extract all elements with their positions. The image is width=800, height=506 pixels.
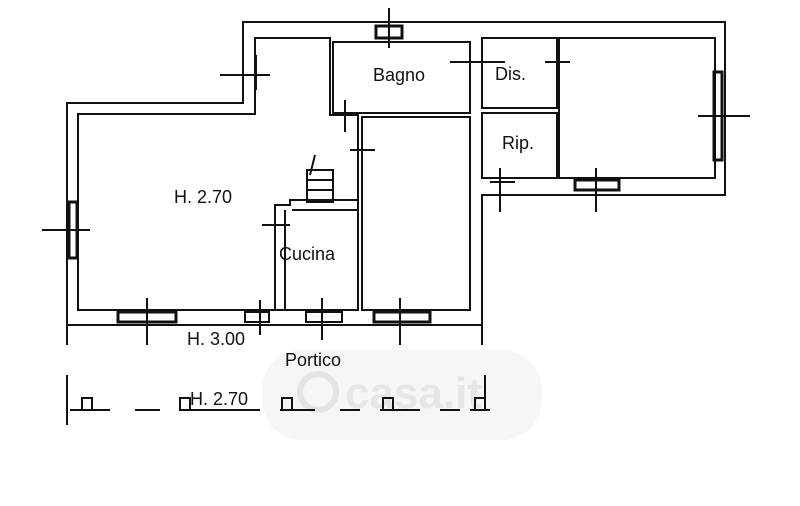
rip-wall	[481, 112, 558, 179]
room-label-cucina: Cucina	[279, 244, 336, 264]
watermark: casa.it	[262, 350, 542, 440]
dis-wall	[481, 37, 558, 109]
room-label-dis: Dis.	[495, 64, 526, 84]
corridor-room-wall	[361, 116, 471, 311]
room-label-bagno: Bagno	[373, 65, 425, 85]
living-room-wall	[77, 37, 359, 311]
room-height-main: H. 2.70	[174, 187, 232, 207]
room-label-rip: Rip.	[502, 133, 534, 153]
cucina-wall	[274, 199, 357, 310]
bagno-wall	[332, 41, 471, 114]
portico-height-top: H. 3.00	[187, 329, 245, 349]
bedroom-wall	[558, 37, 716, 179]
portico-height-bottom: H. 2.70	[190, 389, 248, 409]
walls	[42, 8, 750, 425]
room-label-portico: Portico	[285, 350, 341, 370]
